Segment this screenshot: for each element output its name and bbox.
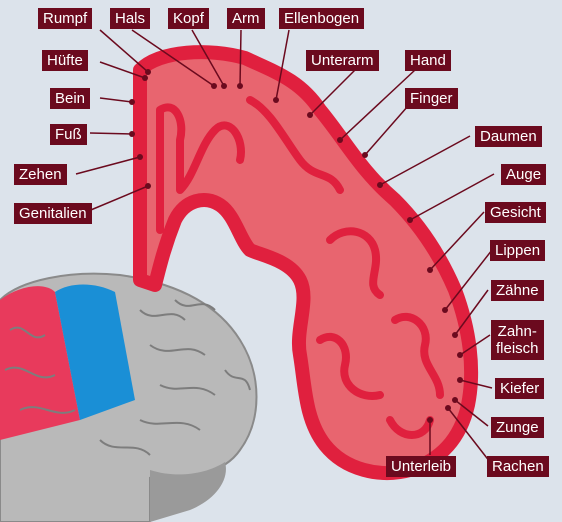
label-fuss: Fuß	[50, 124, 87, 145]
label-gesicht: Gesicht	[485, 202, 546, 223]
label-zaehne: Zähne	[491, 280, 544, 301]
label-zehen: Zehen	[14, 164, 67, 185]
leader-bein	[100, 98, 132, 102]
leader-fuss	[90, 133, 132, 134]
label-hand: Hand	[405, 50, 451, 71]
label-rumpf: Rumpf	[38, 8, 92, 29]
label-auge: Auge	[501, 164, 546, 185]
label-lippen: Lippen	[490, 240, 545, 261]
label-kiefer: Kiefer	[495, 378, 544, 399]
brain-illustration	[0, 274, 257, 522]
label-zahnfleisch-line2: fleisch	[496, 340, 539, 357]
label-daumen: Daumen	[475, 126, 542, 147]
leader-daumen	[380, 136, 470, 185]
label-zahnfleisch-line1: Zahn-	[498, 323, 537, 340]
leader-arm	[240, 30, 241, 86]
leader-zehen	[76, 157, 140, 174]
label-bein: Bein	[50, 88, 90, 109]
label-rachen: Rachen	[487, 456, 549, 477]
leader-auge	[410, 174, 494, 220]
label-hals: Hals	[110, 8, 150, 29]
label-unterleib: Unterleib	[386, 456, 456, 477]
label-zahnfleisch: Zahn- fleisch	[491, 320, 544, 360]
leader-hand	[340, 70, 415, 140]
label-huefte: Hüfte	[42, 50, 88, 71]
label-arm: Arm	[227, 8, 265, 29]
label-unterarm: Unterarm	[306, 50, 379, 71]
label-finger: Finger	[405, 88, 458, 109]
leader-gesicht	[430, 212, 484, 270]
label-zunge: Zunge	[491, 417, 544, 438]
leader-unterarm	[310, 70, 355, 115]
label-genitalien: Genitalien	[14, 203, 92, 224]
label-kopf: Kopf	[168, 8, 209, 29]
label-ellenbogen: Ellenbogen	[279, 8, 364, 29]
